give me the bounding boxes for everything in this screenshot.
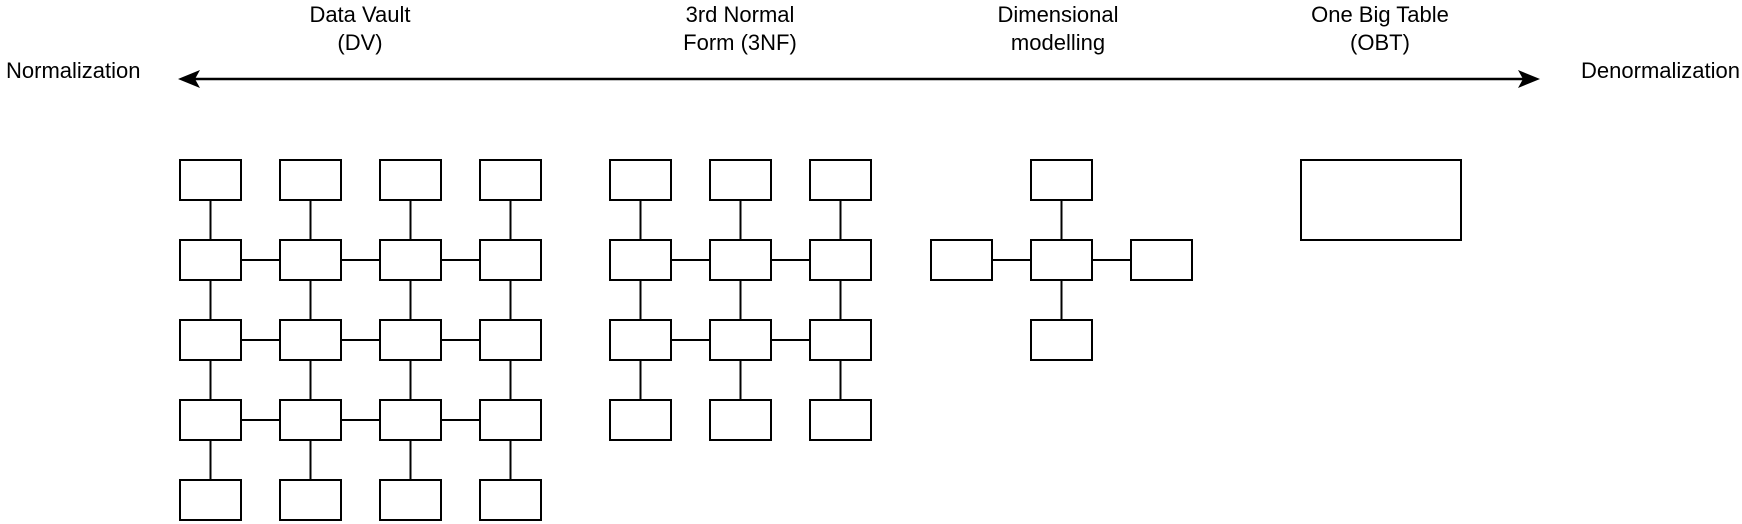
schema-box	[479, 479, 542, 521]
schema-box	[709, 159, 772, 201]
schema-box	[379, 319, 442, 361]
schema-box	[1030, 159, 1093, 201]
schema-box	[379, 159, 442, 201]
schema-box	[1030, 319, 1093, 361]
third-normal-form-schema	[609, 159, 872, 441]
schema-box	[279, 399, 342, 441]
dimensional-star-schema	[930, 159, 1193, 361]
schema-box	[479, 239, 542, 281]
schema-box	[930, 239, 993, 281]
schema-box	[809, 319, 872, 361]
category-label-one-big-table: One Big Table (OBT)	[1270, 1, 1490, 57]
schema-box	[809, 399, 872, 441]
category-label-data-vault: Data Vault (DV)	[250, 1, 470, 57]
arrow-head-right	[1518, 70, 1540, 88]
one-big-table-schema	[1300, 159, 1462, 241]
schema-box	[609, 399, 672, 441]
schema-box	[609, 319, 672, 361]
schema-box	[609, 159, 672, 201]
normalization-label: Normalization	[6, 58, 141, 83]
category-label-third-normal-form: 3rd Normal Form (3NF)	[630, 1, 850, 57]
schema-box	[709, 239, 772, 281]
category-label-line: (OBT)	[1350, 30, 1410, 55]
category-label-line: modelling	[1010, 30, 1106, 55]
schema-box	[179, 239, 242, 281]
schema-box	[279, 319, 342, 361]
schema-box	[379, 399, 442, 441]
schema-box	[279, 479, 342, 521]
schema-box	[1130, 239, 1193, 281]
schema-box	[709, 399, 772, 441]
schema-box	[479, 319, 542, 361]
schema-box	[379, 479, 442, 521]
category-label-line: Data Vault	[309, 2, 411, 27]
schema-box	[809, 239, 872, 281]
schema-box	[1300, 159, 1462, 241]
arrow-head-left	[178, 70, 200, 88]
category-label-line: One Big Table	[1311, 2, 1449, 27]
schema-box	[809, 159, 872, 201]
category-label-line: Dimensional	[997, 2, 1119, 27]
category-label-line: Form (3NF)	[683, 30, 797, 55]
denormalization-label: Denormalization	[1581, 58, 1740, 83]
schema-box	[479, 159, 542, 201]
schema-box	[1030, 239, 1093, 281]
schema-box	[609, 239, 672, 281]
category-label-dimensional-modelling: Dimensional modelling	[948, 1, 1168, 57]
schema-box	[179, 319, 242, 361]
category-label-line: (DV)	[337, 30, 383, 55]
schema-box	[179, 159, 242, 201]
schema-box	[709, 319, 772, 361]
schema-box	[379, 239, 442, 281]
schema-box	[179, 479, 242, 521]
schema-box	[279, 159, 342, 201]
schema-box	[279, 239, 342, 281]
schema-box	[479, 399, 542, 441]
schema-box	[179, 399, 242, 441]
data-vault-schema	[179, 159, 542, 521]
category-label-line: 3rd Normal	[685, 2, 795, 27]
